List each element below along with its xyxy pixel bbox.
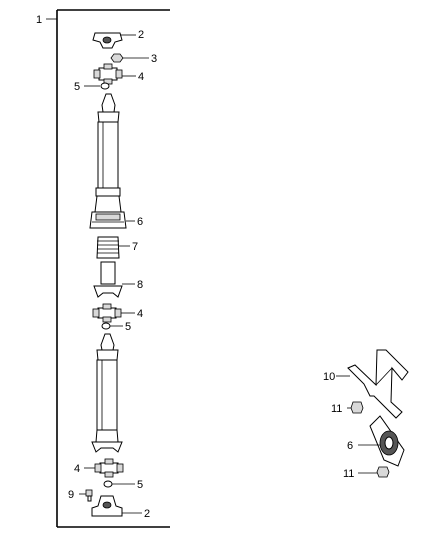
callout-6-bracket: 6 bbox=[347, 440, 353, 452]
callout-2-bottom: 2 bbox=[144, 508, 150, 520]
callout-2-top: 2 bbox=[138, 29, 144, 41]
lower-shaft-tube bbox=[91, 333, 123, 453]
callout-3: 3 bbox=[151, 53, 157, 65]
callout-5-bottom: 5 bbox=[137, 479, 143, 491]
universal-joint-top bbox=[93, 63, 136, 85]
bolt bbox=[79, 489, 93, 502]
slip-yoke bbox=[93, 261, 135, 298]
slip-flange-yoke bbox=[89, 211, 135, 229]
dust-boot bbox=[96, 236, 130, 259]
support-bracket bbox=[336, 349, 409, 419]
callout-5-mid: 5 bbox=[125, 321, 131, 333]
callout-4-mid: 4 bbox=[137, 308, 143, 320]
snap-ring-top bbox=[84, 82, 110, 90]
callout-11-top: 11 bbox=[331, 403, 342, 415]
center-bearing bbox=[358, 415, 405, 467]
flange-yoke-top bbox=[92, 32, 136, 49]
upper-shaft-tube bbox=[94, 93, 122, 213]
universal-joint-mid bbox=[92, 303, 135, 323]
universal-joint-bottom bbox=[84, 458, 124, 478]
callout-7: 7 bbox=[132, 241, 138, 253]
assembly-bracket bbox=[46, 9, 170, 528]
callout-9: 9 bbox=[68, 489, 74, 501]
callout-10: 10 bbox=[323, 371, 335, 383]
callout-5-top: 5 bbox=[74, 81, 80, 93]
bracket-nut-upper bbox=[347, 401, 364, 414]
callout-8: 8 bbox=[137, 279, 143, 291]
callout-6-shaft: 6 bbox=[137, 216, 143, 228]
snap-ring-mid bbox=[101, 322, 123, 330]
callout-4-bottom: 4 bbox=[74, 463, 80, 475]
flange-yoke-bottom bbox=[91, 495, 142, 517]
nut bbox=[110, 53, 149, 63]
callout-1: 1 bbox=[36, 14, 42, 26]
snap-ring-bottom bbox=[103, 480, 135, 488]
callout-4-top: 4 bbox=[138, 71, 144, 83]
bracket-nut-lower bbox=[358, 466, 390, 478]
callout-11-bottom: 11 bbox=[343, 468, 354, 480]
